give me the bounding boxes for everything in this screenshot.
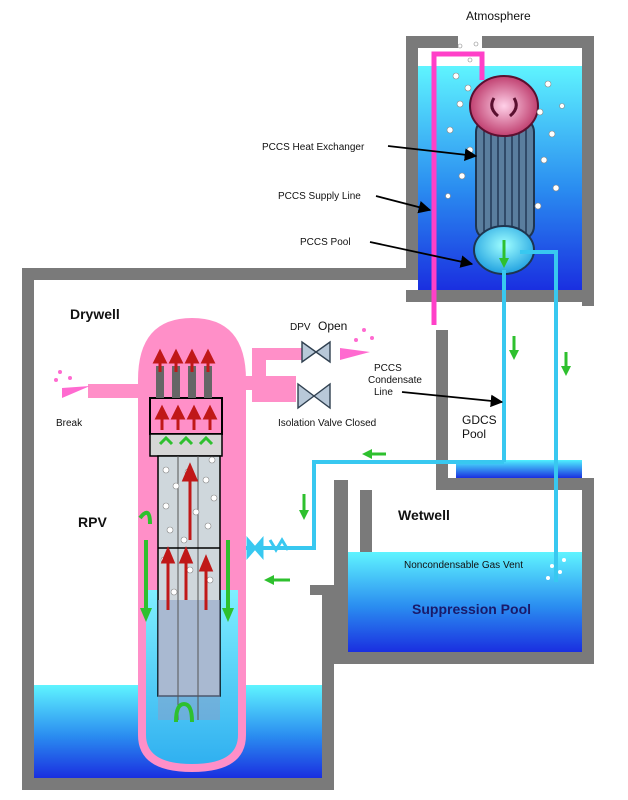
isolation-valve: [297, 382, 331, 410]
atmosphere-label: Atmosphere: [466, 9, 531, 23]
red-flow-arrows: [152, 348, 218, 610]
condensate-label: Condensate: [368, 375, 422, 386]
drywell-label: Drywell: [70, 306, 120, 322]
leader-arrows: [369, 145, 504, 408]
noncondensable-gas-vent-label: Noncondensable Gas Vent: [404, 560, 523, 571]
pccs-pool-label: PCCS Pool: [300, 237, 351, 248]
dpv-valve: [301, 340, 331, 364]
open-label: Open: [318, 319, 347, 333]
containment-walls: [22, 36, 594, 790]
green-flow-arrows: [138, 435, 234, 723]
pccs-heat-exchanger: [469, 75, 539, 275]
pccs-supply-line-label: PCCS Supply Line: [278, 191, 361, 202]
rpv-label: RPV: [78, 514, 107, 530]
condensate-flow-arrows: [264, 336, 571, 585]
condensate-check-valve: [246, 536, 290, 560]
vent-bubbles: [546, 558, 566, 580]
wetwell-label: Wetwell: [398, 507, 450, 523]
suppression-pool-water: [348, 552, 582, 652]
isolation-valve-closed-label: Isolation Valve Closed: [278, 418, 376, 429]
condensate-lines: [246, 250, 558, 582]
suppression-pool-label: Suppression Pool: [412, 601, 531, 617]
pccs-supply-line-pipe: [431, 51, 485, 325]
pccs-label: PCCS: [374, 363, 402, 374]
dpv-label: DPV: [290, 322, 311, 333]
break-label: Break: [56, 418, 83, 429]
gdcs-pool-label: Pool: [462, 427, 486, 441]
rpv-vessel: [138, 318, 246, 772]
pccs-heat-exchanger-label: PCCS Heat Exchanger: [262, 142, 365, 153]
steam-puffs: [54, 328, 374, 398]
gdcs-pool-water: [456, 460, 582, 478]
gdcs-label: GDCS: [462, 413, 497, 427]
line-label: Line: [374, 387, 393, 398]
